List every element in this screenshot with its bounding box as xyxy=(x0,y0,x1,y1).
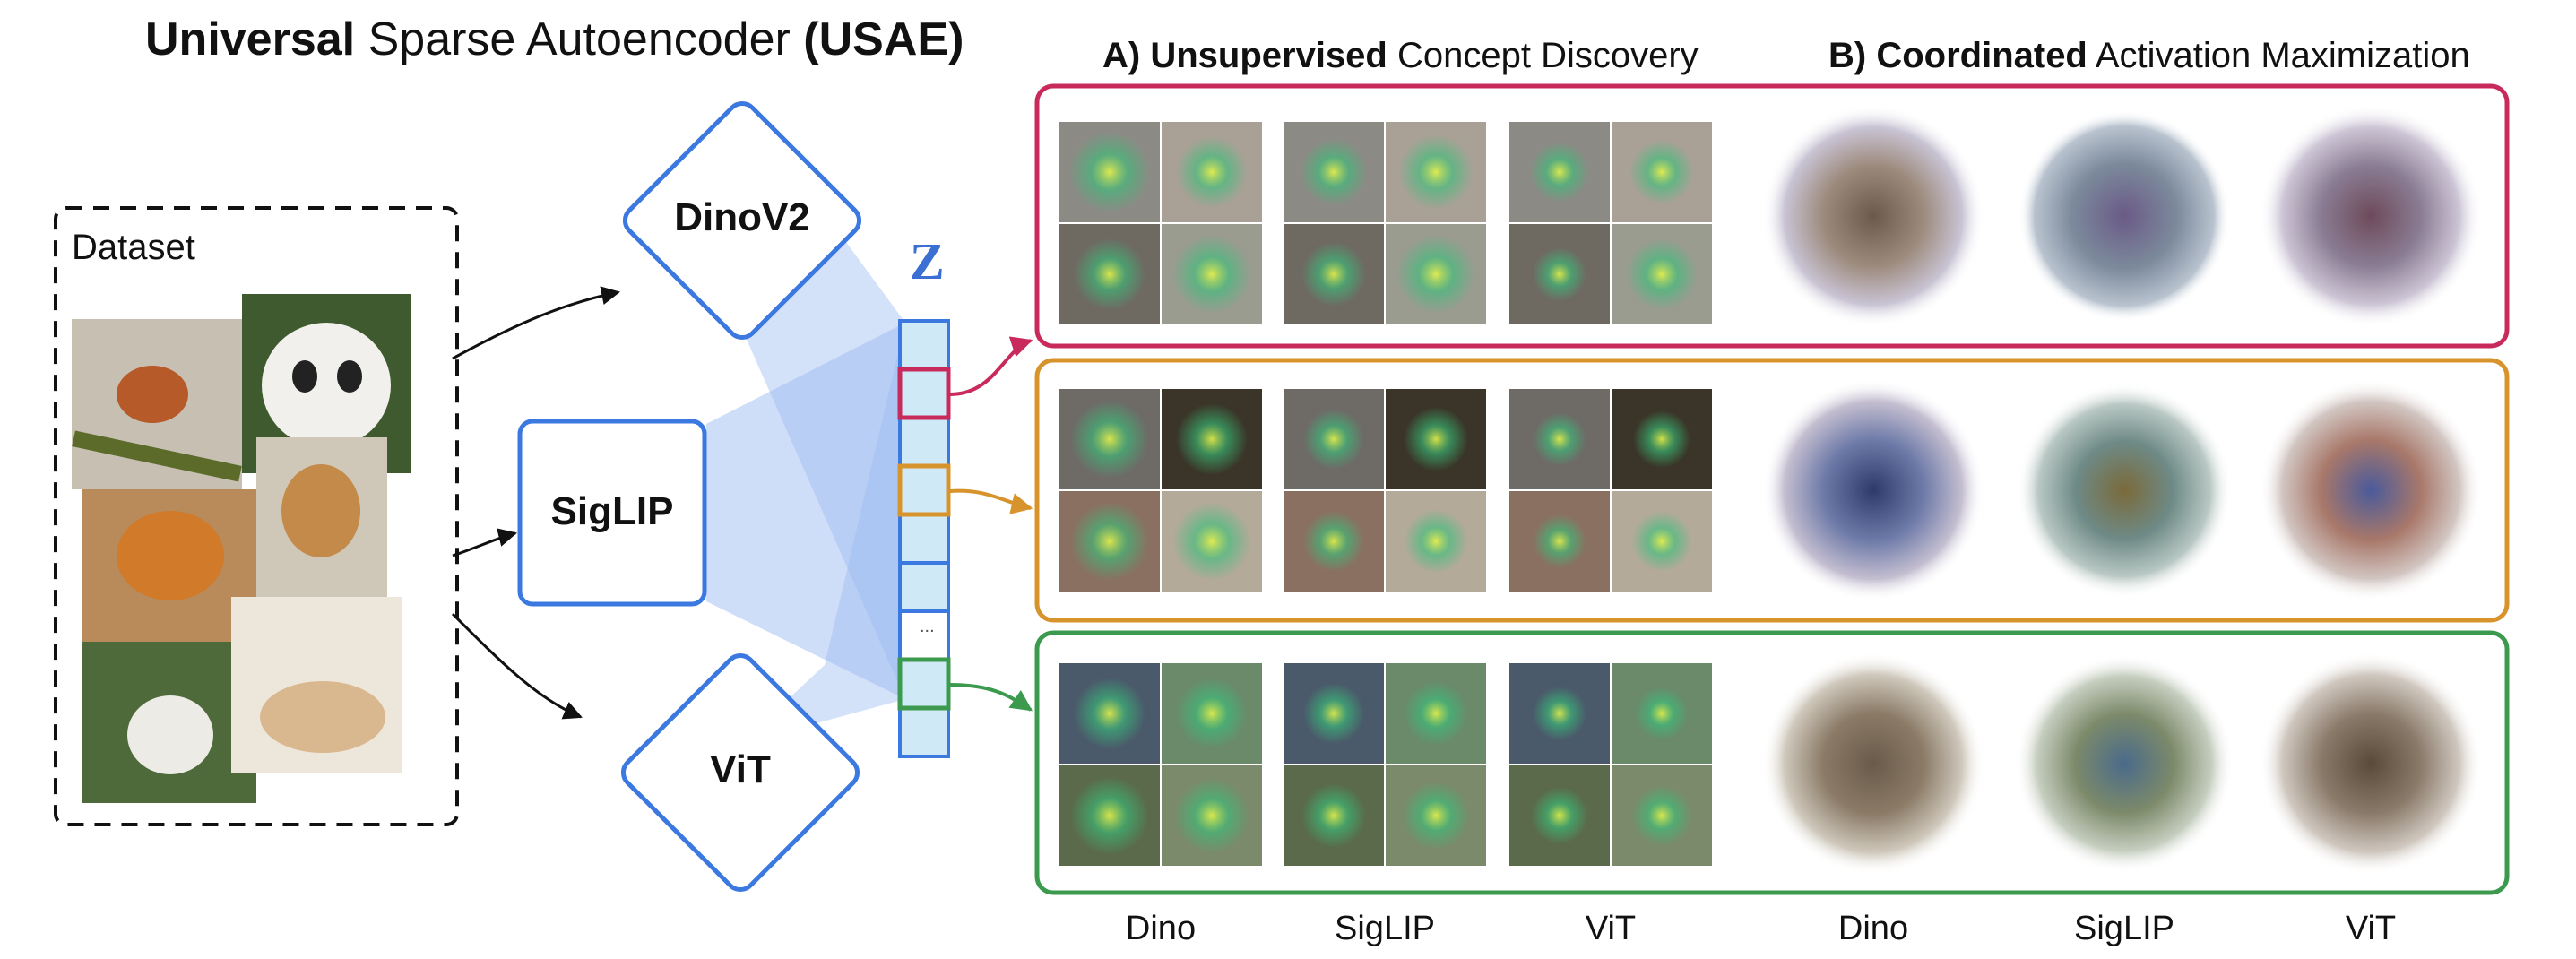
concept-row-snake xyxy=(1034,83,2510,349)
dataset-images xyxy=(72,294,411,803)
snake-grid-vit xyxy=(1509,122,1712,324)
model-vit-box xyxy=(620,652,860,893)
model-label-siglip: SigLIP xyxy=(550,489,674,533)
latent-highlight-crowd xyxy=(897,657,951,711)
snake-grid-dino xyxy=(1059,122,1262,324)
arrow-latent-snake xyxy=(949,336,1033,396)
model-siglip-box xyxy=(517,419,707,607)
am-crowd-vit xyxy=(2260,652,2482,875)
section-b-header: B) Coordinated Activation Maximization xyxy=(1828,36,2470,75)
crowd-grid-dino xyxy=(1059,663,1262,866)
arrow-dataset-dinov2 xyxy=(452,286,621,360)
arrow-latent-face xyxy=(949,488,1033,514)
face-grid-siglip xyxy=(1284,389,1486,592)
latent-vector xyxy=(897,319,951,758)
dataset-label: Dataset xyxy=(72,228,195,267)
dataset-box xyxy=(54,206,459,826)
projection-vit xyxy=(740,323,905,744)
col-label-siglip-b: SigLIP xyxy=(2074,910,2174,947)
face-grid-vit xyxy=(1509,389,1712,592)
am-snake-vit xyxy=(2260,105,2482,327)
main-title: Universal Sparse Autoencoder (USAE) xyxy=(145,13,964,65)
arrow-dataset-siglip xyxy=(452,528,518,557)
col-label-dino-a: Dino xyxy=(1125,910,1197,947)
arrow-latent-crowd xyxy=(949,683,1033,712)
latent-z-label: Z xyxy=(910,232,945,290)
arrow-dataset-vit xyxy=(451,612,583,720)
col-label-dino-b: Dino xyxy=(1837,910,1909,947)
section-a-header: A) Unsupervised Concept Discovery xyxy=(1102,36,1699,75)
am-face-vit xyxy=(2260,379,2482,601)
am-face-dino xyxy=(1762,379,1984,601)
col-label-vit-a: ViT xyxy=(1585,910,1637,947)
am-snake-siglip xyxy=(2018,110,2230,322)
model-label-dinov2: DinoV2 xyxy=(674,195,810,239)
am-crowd-siglip xyxy=(2015,654,2234,873)
projection-siglip xyxy=(706,323,905,699)
snake-grid-siglip xyxy=(1284,122,1486,324)
am-crowd-dino xyxy=(1762,652,1984,875)
concept-row-crowd xyxy=(1034,630,2510,895)
model-dinov2-box xyxy=(622,100,862,341)
latent-ellipsis: ... xyxy=(920,617,935,636)
latent-highlight-snake xyxy=(897,367,951,420)
crowd-grid-vit xyxy=(1509,663,1712,866)
crowd-grid-siglip xyxy=(1284,663,1486,866)
latent-highlight-face xyxy=(897,463,951,517)
am-face-siglip xyxy=(2017,383,2232,598)
am-snake-dino xyxy=(1762,105,1984,327)
model-label-vit: ViT xyxy=(710,747,771,791)
face-grid-dino xyxy=(1059,389,1262,592)
col-label-siglip-a: SigLIP xyxy=(1335,910,1435,947)
concept-row-face xyxy=(1034,358,2510,623)
col-label-vit-b: ViT xyxy=(2345,910,2397,947)
